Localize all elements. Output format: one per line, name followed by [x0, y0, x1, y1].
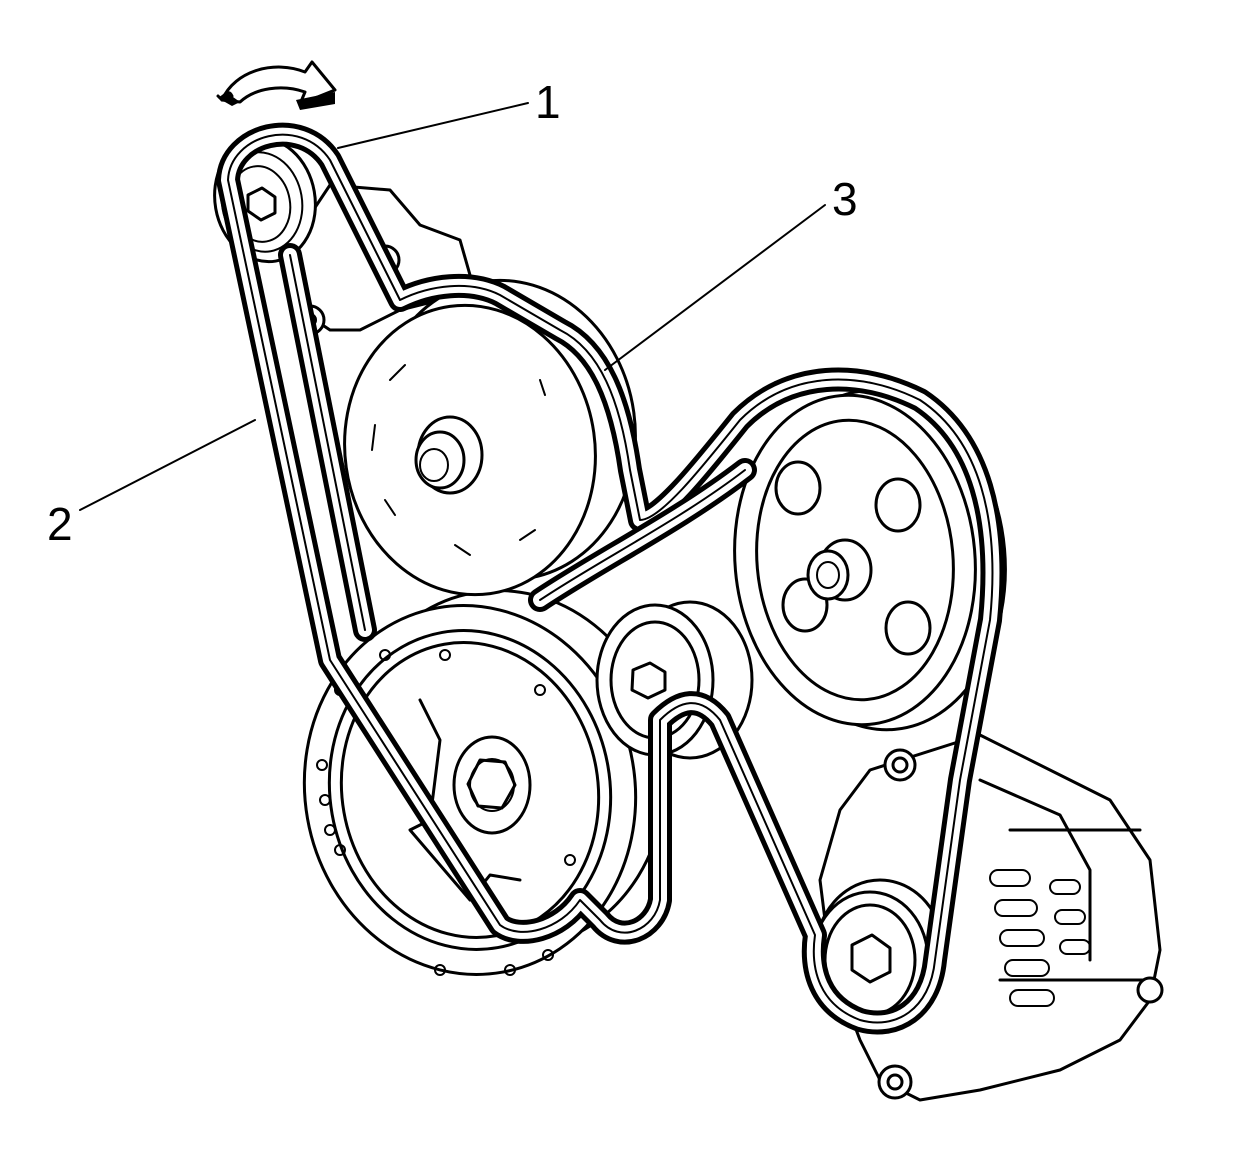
- idler-pulley: [343, 278, 637, 597]
- callout-leaders: [79, 102, 826, 511]
- callout-2: 2: [47, 498, 73, 550]
- crankshaft-pulley: [302, 589, 668, 976]
- leader-line-1: [337, 102, 529, 149]
- leader-line-3: [604, 204, 826, 371]
- water-pump-pulley: [733, 388, 1007, 732]
- rotation-arrow-icon: [216, 60, 337, 110]
- callout-3: 3: [832, 173, 858, 225]
- leader-line-2: [79, 419, 256, 511]
- alternator-vents: [989, 869, 1091, 1007]
- callout-1: 1: [535, 76, 561, 128]
- drive-belt: [216, 122, 1005, 1035]
